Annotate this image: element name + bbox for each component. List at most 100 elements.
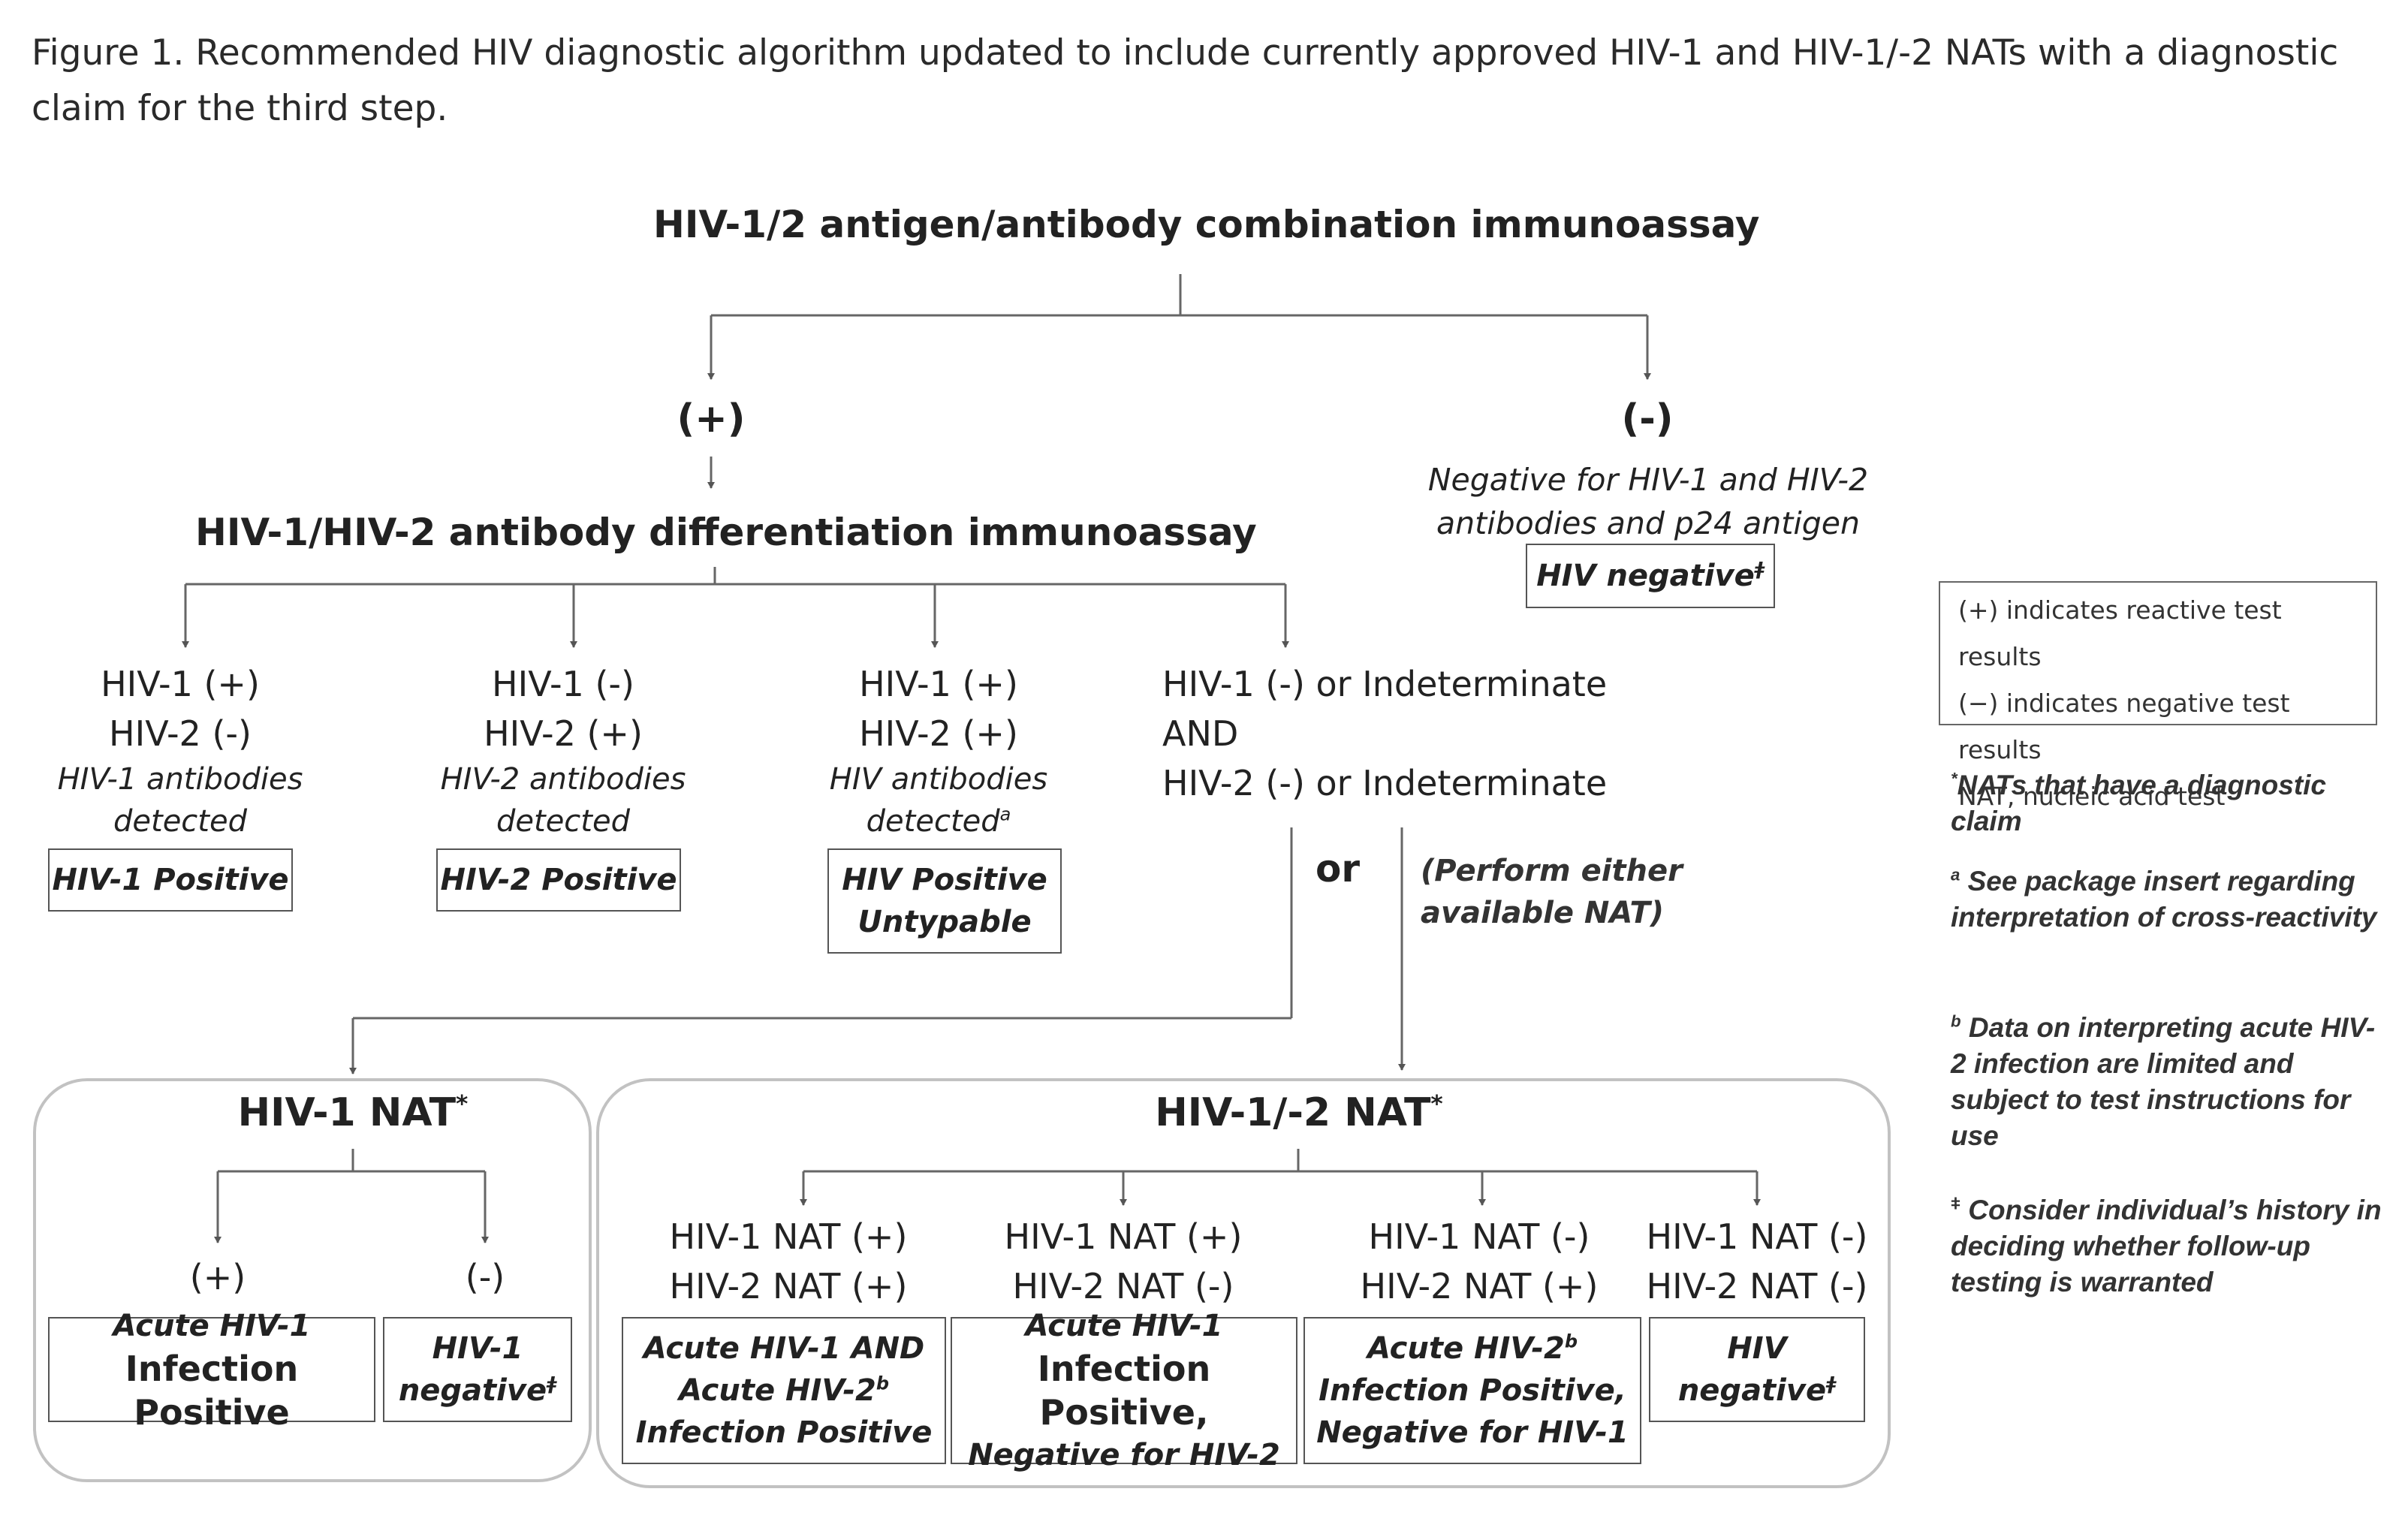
footnote-mark: * — [456, 1090, 469, 1118]
outcome-line2: HIV-2 (-) — [109, 713, 252, 754]
hiv1-nat-title: HIV-1 NAT* — [128, 1090, 578, 1135]
footnote-mark: * — [1951, 769, 1957, 788]
acute-hiv1-positive-box: Acute HIV-1 Infection Positive — [48, 1309, 375, 1433]
result-line2: Infection Positive, — [1319, 1373, 1626, 1408]
indeterminate-line1: HIV-1 (-) or Indeterminate — [1162, 664, 1608, 704]
hiv1-nat-negative-label: (-) — [465, 1257, 505, 1297]
outcome-hiv1-positive: HIV-1 (+) HIV-2 (-) HIV-1 antibodies det… — [45, 659, 315, 842]
footnote-text: Data on interpreting acute HIV-2 infecti… — [1951, 1012, 2376, 1151]
outcome-line1: HIV-1 (-) — [492, 664, 634, 704]
acute-hiv1-positive-negative-hiv2-box: Acute HIV-1 Infection Positive, Negative… — [951, 1309, 1297, 1472]
result-line1: HIV-1 — [432, 1331, 523, 1366]
result-line2: Untypable — [857, 905, 1032, 939]
result-line2: negative — [398, 1373, 547, 1408]
outcome-line2: HIV-2 (+) — [484, 713, 643, 754]
differentiation-immunoassay-title: HIV-1/HIV-2 antibody differentiation imm… — [195, 511, 1257, 554]
hiv12-nat-panel — [596, 1078, 1891, 1488]
footnote-mark: ǂ — [1951, 1194, 1960, 1213]
hiv1-negative-box: HIV-1 negativeǂ — [383, 1317, 572, 1422]
hiv1-positive-box: HIV-1 Positive — [48, 848, 293, 912]
nat-line2: HIV-2 NAT (+) — [669, 1266, 908, 1306]
outcome-hiv-untypable: HIV-1 (+) HIV-2 (+) HIV antibodies detec… — [803, 659, 1074, 842]
hiv-positive-untypable-box: HIV Positive Untypable — [827, 848, 1062, 954]
outcome-desc2: detected — [496, 804, 630, 839]
legend-box: (+) indicates reactive test results (−) … — [1939, 581, 2377, 811]
outcome-desc2: detected — [866, 804, 1000, 839]
outcome-desc1: HIV antibodies — [829, 762, 1048, 797]
outcome-desc1: HIV-1 antibodies — [57, 762, 303, 797]
figure-caption: Figure 1. Recommended HIV diagnostic alg… — [32, 32, 2339, 129]
step1-positive-label: (+) — [677, 396, 746, 442]
nat-line1: HIV-1 NAT (-) — [1646, 1216, 1868, 1257]
result-line1: Acute HIV-2 — [1367, 1331, 1565, 1366]
result-line1: HIV — [1727, 1331, 1787, 1366]
combination-immunoassay-title: HIV-1/2 antigen/antibody combination imm… — [653, 203, 1760, 246]
result-line2: Acute HIV-2 — [678, 1373, 876, 1408]
outcome-desc1: HIV-2 antibodies — [440, 762, 686, 797]
nat-outcome-hiv1-positive: HIV-1 NAT (+) HIV-2 NAT (-) — [973, 1212, 1273, 1311]
hiv12-nat-title-text: HIV-1/-2 NAT — [1155, 1090, 1431, 1135]
hiv-negative-nat-box: HIV negativeǂ — [1649, 1317, 1865, 1422]
outcome-indeterminate: HIV-1 (-) or Indeterminate AND HIV-2 (-)… — [1162, 659, 1688, 808]
footnote-mark: a — [1951, 865, 1960, 885]
nat-line1: HIV-1 NAT (+) — [669, 1216, 908, 1257]
footnote-mark: ǂ — [1754, 558, 1765, 580]
result-line3: Negative for HIV-1 — [1316, 1415, 1629, 1450]
result-line1: Acute HIV-1 — [113, 1309, 311, 1343]
footnote-mark: b — [1564, 1331, 1578, 1352]
footnote-mark: ǂ — [1826, 1373, 1837, 1394]
footnote-mark: ǂ — [547, 1373, 557, 1394]
footnote-text: Consider individual’s history in decidin… — [1951, 1195, 2382, 1297]
footnote-text: See package insert regarding interpretat… — [1951, 866, 2377, 933]
outcome-line2: HIV-2 (+) — [859, 713, 1018, 754]
footnote-double-dagger: ǂ Consider individual’s history in decid… — [1951, 1192, 2386, 1300]
outcome-line1: HIV-1 (+) — [859, 664, 1018, 704]
hiv-negative-text: HIV negative — [1536, 559, 1755, 593]
hiv1-nat-panel — [33, 1078, 592, 1482]
footnote-a: a See package insert regarding interpret… — [1951, 863, 2386, 936]
result-line3: Negative for HIV-2 — [968, 1438, 1280, 1472]
hiv1-nat-positive-label: (+) — [189, 1257, 246, 1297]
outcome-line1: HIV-1 (+) — [101, 664, 260, 704]
or-label: or — [1316, 847, 1361, 891]
nat-line2: HIV-2 NAT (-) — [1012, 1266, 1234, 1306]
footnote-mark: b — [875, 1373, 890, 1394]
result-line3: Infection Positive — [635, 1415, 933, 1450]
result-line2: negative — [1677, 1373, 1827, 1408]
hiv2-positive-box: HIV-2 Positive — [436, 848, 681, 912]
footnote-mark: * — [1430, 1090, 1443, 1118]
legend-item: (+) indicates reactive test results — [1958, 595, 2282, 671]
nat-outcome-hiv2-positive: HIV-1 NAT (-) HIV-2 NAT (+) — [1329, 1212, 1629, 1311]
hiv12-nat-title: HIV-1/-2 NAT* — [1074, 1090, 1524, 1135]
nat-line2: HIV-2 NAT (+) — [1360, 1266, 1599, 1306]
perform-nat-note: (Perform either available NAT) — [1421, 854, 1683, 930]
result-line2: Infection Positive — [125, 1349, 299, 1433]
result-line1: HIV Positive — [842, 863, 1047, 897]
footnote-b: b Data on interpreting acute HIV-2 infec… — [1951, 1010, 2386, 1154]
indeterminate-line3: HIV-2 (-) or Indeterminate — [1162, 763, 1608, 803]
nat-line2: HIV-2 NAT (-) — [1646, 1266, 1868, 1306]
nat-line1: HIV-1 NAT (+) — [1004, 1216, 1243, 1257]
hiv1-positive-text: HIV-1 Positive — [52, 863, 289, 897]
footnote-nats: *NATs that have a diagnostic claim — [1951, 767, 2386, 839]
step1-negative-label: (-) — [1621, 396, 1674, 442]
step1-negative-description: Negative for HIV-1 and HIV-2 antibodies … — [1427, 462, 1869, 541]
result-line2: Infection Positive, — [1037, 1349, 1211, 1433]
acute-hiv2-positive-negative-hiv1-box: Acute HIV-2b Infection Positive, Negativ… — [1303, 1317, 1641, 1464]
outcome-desc2: detected — [113, 804, 247, 839]
hiv1-nat-title-text: HIV-1 NAT — [237, 1090, 457, 1135]
hiv-negative-box: HIV negativeǂ — [1526, 544, 1775, 608]
outcome-hiv2-positive: HIV-1 (-) HIV-2 (+) HIV-2 antibodies det… — [428, 659, 698, 842]
nat-line1: HIV-1 NAT (-) — [1368, 1216, 1590, 1257]
legend-item: NAT, nucleic acid test — [1958, 782, 2226, 811]
hiv2-positive-text: HIV-2 Positive — [440, 863, 677, 897]
footnote-text: NATs that have a diagnostic claim — [1951, 770, 2327, 836]
result-line1: Acute HIV-1 — [1025, 1309, 1223, 1343]
footnote-mark: a — [999, 803, 1011, 825]
footnote-mark: b — [1951, 1011, 1961, 1031]
result-line1: Acute HIV-1 AND — [643, 1331, 925, 1366]
acute-hiv1-and-hiv2-positive-box: Acute HIV-1 AND Acute HIV-2b Infection P… — [622, 1317, 946, 1464]
legend-item: (−) indicates negative test results — [1958, 689, 2290, 764]
indeterminate-line2: AND — [1162, 713, 1239, 754]
